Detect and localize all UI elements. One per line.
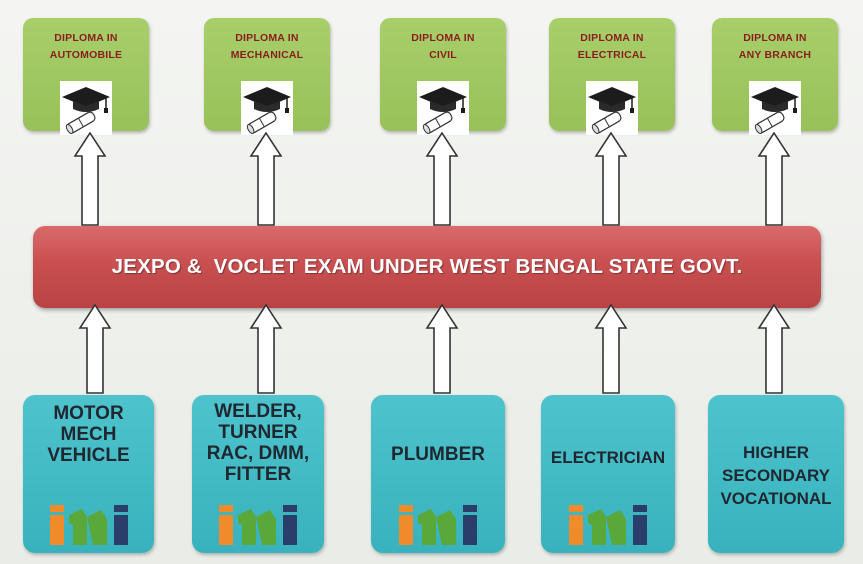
arrow-up-icon: [594, 304, 628, 394]
iti-logo: [569, 505, 647, 545]
exam-banner: JEXPO & VOCLET EXAM UNDER WEST BENGAL ST…: [33, 226, 821, 308]
banner-text: JEXPO & VOCLET EXAM UNDER WEST BENGAL ST…: [111, 255, 743, 278]
arrow-up-icon: [249, 304, 283, 394]
arrow-up-icon: [73, 132, 107, 226]
graduation-cap-icon: [417, 81, 469, 135]
iti-logo: [399, 505, 477, 545]
trade-box-plumber: PLUMBER: [371, 395, 505, 553]
graduation-cap-icon: [586, 81, 638, 135]
graduation-cap-icon: [749, 81, 801, 135]
iti-logo: [219, 505, 297, 545]
trade-label: ELECTRICIAN: [550, 448, 666, 467]
arrow-up-icon: [78, 304, 112, 394]
graduation-cap-icon: [60, 81, 112, 135]
arrow-up-icon: [757, 132, 791, 226]
graduation-cap-icon: [241, 81, 293, 135]
trade-box-electrician: ELECTRICIAN: [541, 395, 675, 553]
arrow-up-icon: [425, 304, 459, 394]
trade-label: PLUMBER: [391, 444, 485, 465]
iti-logo: [49, 505, 128, 545]
arrow-up-icon: [594, 132, 628, 226]
arrow-up-icon: [757, 304, 791, 394]
arrow-up-icon: [249, 132, 283, 226]
arrow-up-icon: [425, 132, 459, 226]
